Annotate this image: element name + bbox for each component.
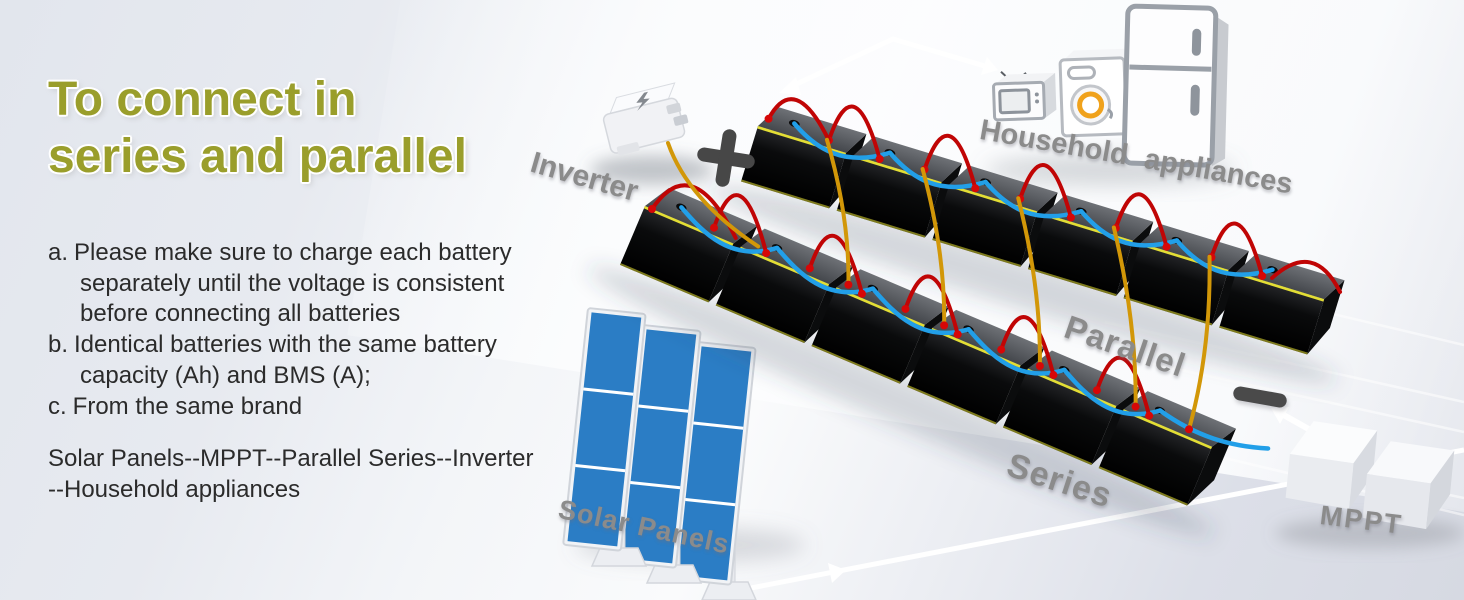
flow-summary: Solar Panels--MPPT--Parallel Series--Inv… [48, 444, 533, 505]
note-b-text: Identical batteries with the same batter… [74, 331, 497, 389]
tv-icon [992, 70, 1057, 122]
solar-panel [562, 307, 648, 567]
flow-line-1: Solar Panels--MPPT--Parallel Series--Inv… [48, 445, 534, 472]
note-b-marker: b. [48, 331, 69, 359]
note-a: a.Please make sure to charge each batter… [48, 238, 570, 330]
note-b: b.Identical batteries with the same batt… [48, 330, 570, 391]
flow-line-2: --Household appliances [48, 475, 301, 503]
battery [1098, 391, 1236, 506]
battery [1219, 253, 1345, 355]
flow-arrow-top [779, 36, 998, 95]
note-c: c.From the same brand [48, 392, 570, 423]
note-c-text: From the same brand [72, 392, 303, 420]
note-a-marker: a. [48, 239, 69, 266]
battery-row-bottom-string [587, 187, 1236, 537]
instruction-notes: a.Please make sure to charge each batter… [48, 238, 570, 422]
title-line-1: To connect in [48, 73, 357, 126]
wiring [648, 97, 1343, 451]
mppt-icon [1285, 421, 1455, 530]
note-a-text: Please make sure to charge each battery … [74, 239, 512, 328]
plus-icon [693, 125, 759, 191]
solar-panel [672, 341, 757, 600]
inverter-icon [602, 82, 689, 156]
battery [1002, 350, 1141, 465]
refrigerator-icon [1121, 3, 1229, 168]
page-title: To connect in series and parallel [48, 72, 467, 185]
solar-panels-icon [562, 307, 757, 600]
note-c-marker: c. [48, 392, 67, 420]
title-line-2: series and parallel [48, 129, 467, 183]
washing-machine-icon [1058, 48, 1136, 138]
